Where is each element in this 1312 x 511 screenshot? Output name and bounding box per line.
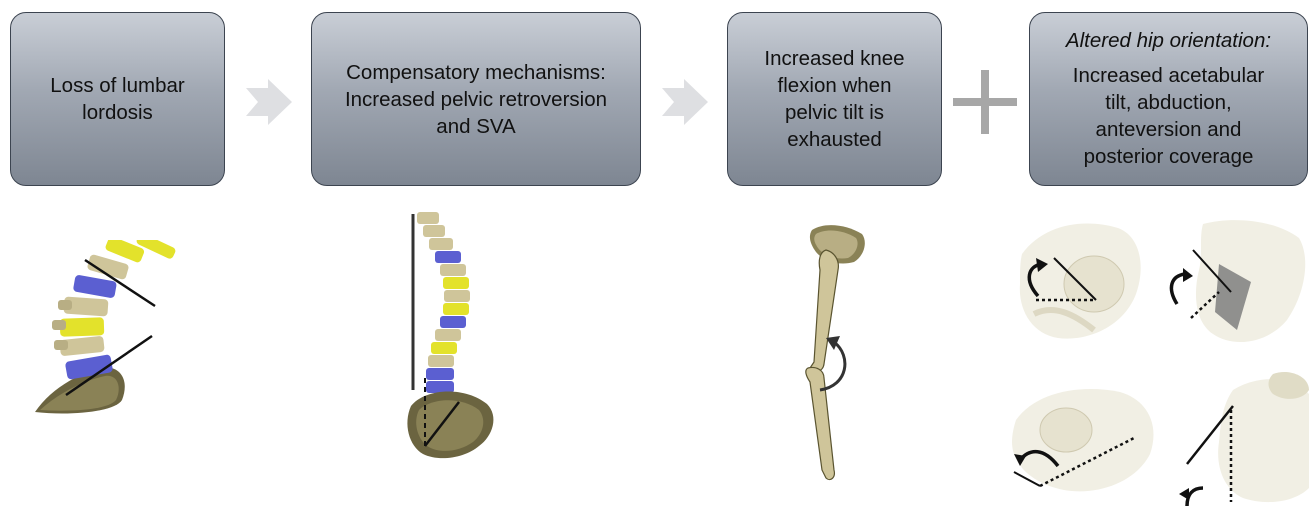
acetabular-anteversion-illustration bbox=[1010, 370, 1160, 504]
box-line: Increased knee bbox=[764, 45, 904, 72]
box-line: Increased acetabular bbox=[1073, 62, 1264, 89]
chevron-arrow-right-icon bbox=[662, 79, 708, 125]
box-line: exhausted bbox=[787, 126, 882, 153]
full-spine-pelvis-illustration bbox=[395, 210, 505, 470]
chevron-arrow-right-icon bbox=[246, 79, 292, 125]
box-line: posterior coverage bbox=[1084, 143, 1254, 170]
acetabular-tilt-illustration bbox=[1014, 214, 1150, 348]
box-line: Compensatory mechanisms: bbox=[346, 59, 606, 86]
box-line: and SVA bbox=[436, 113, 515, 140]
step-loss-of-lordosis-box: Loss of lumbar lordosis bbox=[10, 12, 225, 186]
box-line: Loss of lumbar bbox=[50, 72, 184, 99]
leg-knee-flexion-illustration bbox=[790, 222, 880, 484]
plus-icon bbox=[953, 70, 1017, 134]
box-line: tilt, abduction, bbox=[1105, 89, 1232, 116]
box-line: pelvic tilt is bbox=[785, 99, 884, 126]
box-line: flexion when bbox=[778, 72, 892, 99]
acetabular-abduction-illustration bbox=[1163, 214, 1311, 348]
step-compensatory-mechanisms-box: Compensatory mechanisms: Increased pelvi… bbox=[311, 12, 641, 186]
box-line: lordosis bbox=[82, 99, 153, 126]
posterior-coverage-illustration bbox=[1163, 370, 1312, 508]
step-knee-flexion-box: Increased knee flexion when pelvic tilt … bbox=[727, 12, 942, 186]
box-line: anteversion and bbox=[1096, 116, 1242, 143]
lumbar-spine-illustration bbox=[30, 240, 190, 418]
box-line: Increased pelvic retroversion bbox=[345, 86, 607, 113]
step-altered-hip-orientation-box: Altered hip orientation: Increased aceta… bbox=[1029, 12, 1308, 186]
box-heading: Altered hip orientation: bbox=[1066, 27, 1271, 54]
